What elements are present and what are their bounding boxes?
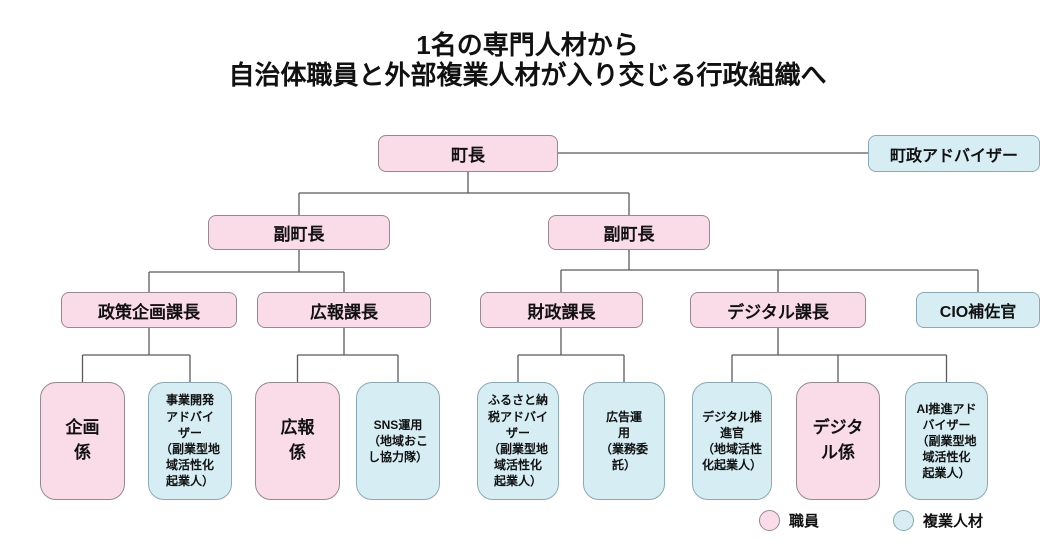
org-node-mayor: 町長 xyxy=(378,135,558,172)
org-node-pr-chief: 広報課長 xyxy=(257,292,431,328)
org-node-town-advisor: 町政アドバイザー xyxy=(868,135,1040,172)
legend-staff-label: 職員 xyxy=(789,512,820,530)
org-node-pr-section: 広報 係 xyxy=(255,382,340,500)
legend-external-swatch-icon xyxy=(893,509,914,531)
org-node-finance-chief: 財政課長 xyxy=(480,292,643,328)
legend-item-staff: 職員 xyxy=(759,508,819,532)
org-node-digital-promotion-officer: デジタル推 進官 （地域活性 化起業人） xyxy=(692,382,772,500)
org-node-digital-chief: デジタル課長 xyxy=(690,292,866,328)
org-node-furusato-tax-advisor: ふるさと納 税アドバイ ザー （副業型地 域活性化 起業人） xyxy=(477,382,559,500)
org-node-cio-aide: CIO補佐官 xyxy=(916,292,1040,328)
legend-external-label: 複業人材 xyxy=(923,512,984,530)
org-node-deputy-mayor-right: 副町長 xyxy=(548,215,710,250)
diagram-title: 1名の専門人材から 自治体職員と外部複業人材が入り交じる行政組織へ xyxy=(0,30,1055,90)
org-node-planning-section: 企画 係 xyxy=(40,382,125,500)
org-node-ad-operation: 広告運 用 （業務委 託） xyxy=(583,382,665,500)
legend-item-external: 複業人材 xyxy=(893,508,983,532)
org-node-policy-planning-chief: 政策企画課長 xyxy=(61,292,237,328)
org-node-deputy-mayor-left: 副町長 xyxy=(208,215,390,250)
org-node-digital-section: デジタ ル係 xyxy=(796,382,880,500)
org-node-ai-promotion-advisor: AI推進アド バイザー （副業型地 域活性化 起業人） xyxy=(905,382,988,500)
org-node-sns-operation: SNS運用 （地域おこ し協力隊） xyxy=(356,382,440,500)
legend-staff-swatch-icon xyxy=(759,509,780,531)
title-line-2: 自治体職員と外部複業人材が入り交じる行政組織へ xyxy=(228,60,827,90)
title-line-1: 1名の専門人材から xyxy=(416,30,639,60)
org-node-business-dev-advisor: 事業開発 アドバイ ザー （副業型地 域活性化 起業人） xyxy=(148,382,232,500)
